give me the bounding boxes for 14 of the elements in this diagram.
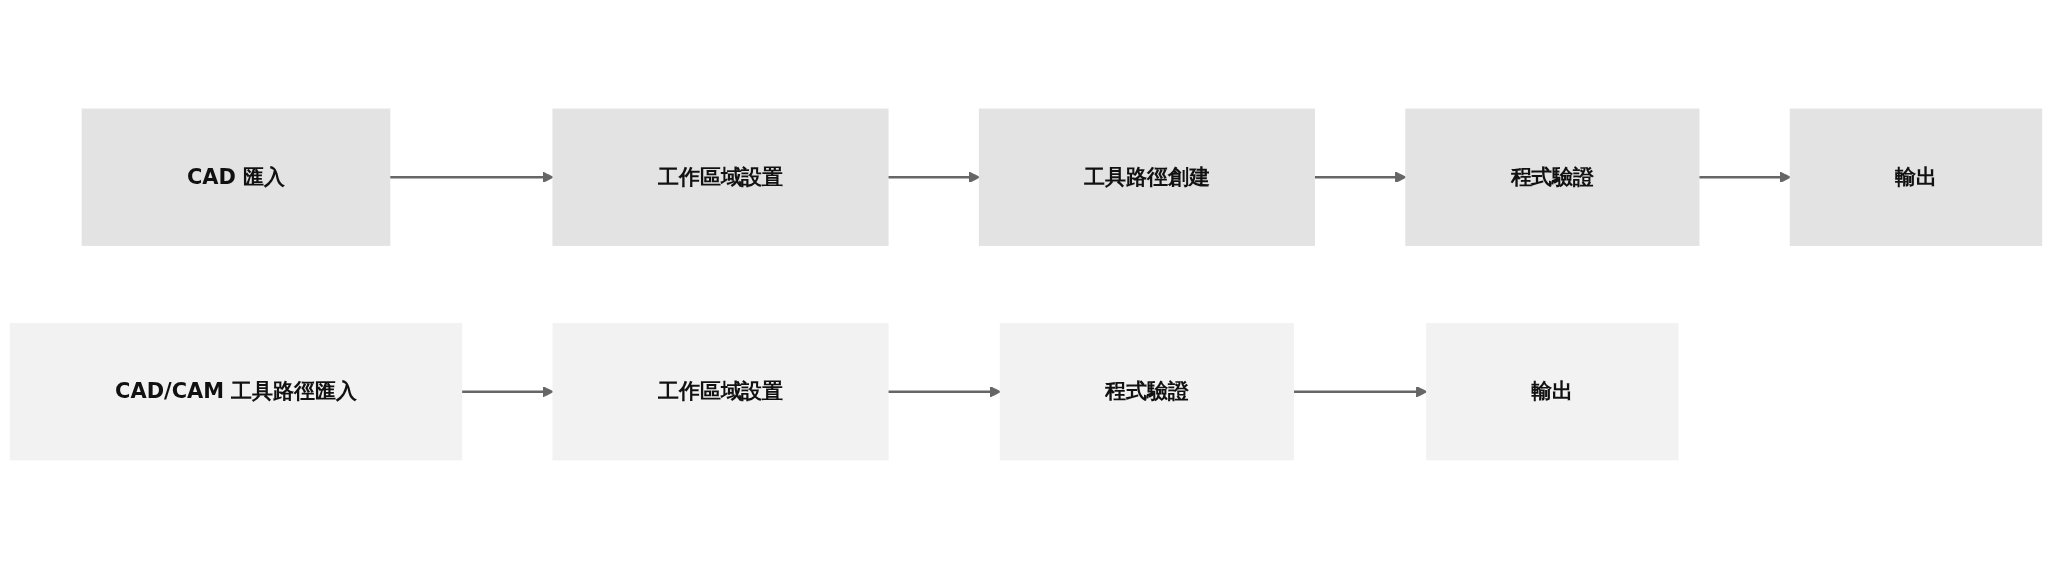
node-box: 程式驗證 <box>999 323 1295 461</box>
node-box: 輸出 <box>1789 108 2043 246</box>
arrow <box>887 386 1001 398</box>
node-box: 輸出 <box>1426 323 1679 461</box>
node-box: CAD 匯入 <box>81 108 391 246</box>
arrow <box>389 171 554 183</box>
arrow <box>887 171 980 183</box>
node-box: 程式驗證 <box>1405 108 1700 246</box>
arrow <box>1698 171 1791 183</box>
node-box: 工作區域設置 <box>552 323 889 461</box>
node-box: 工作區域設置 <box>552 108 889 246</box>
arrow <box>461 386 554 398</box>
node-box: CAD/CAM 工具路徑匯入 <box>9 323 463 461</box>
node-box: 工具路徑創建 <box>978 108 1315 246</box>
